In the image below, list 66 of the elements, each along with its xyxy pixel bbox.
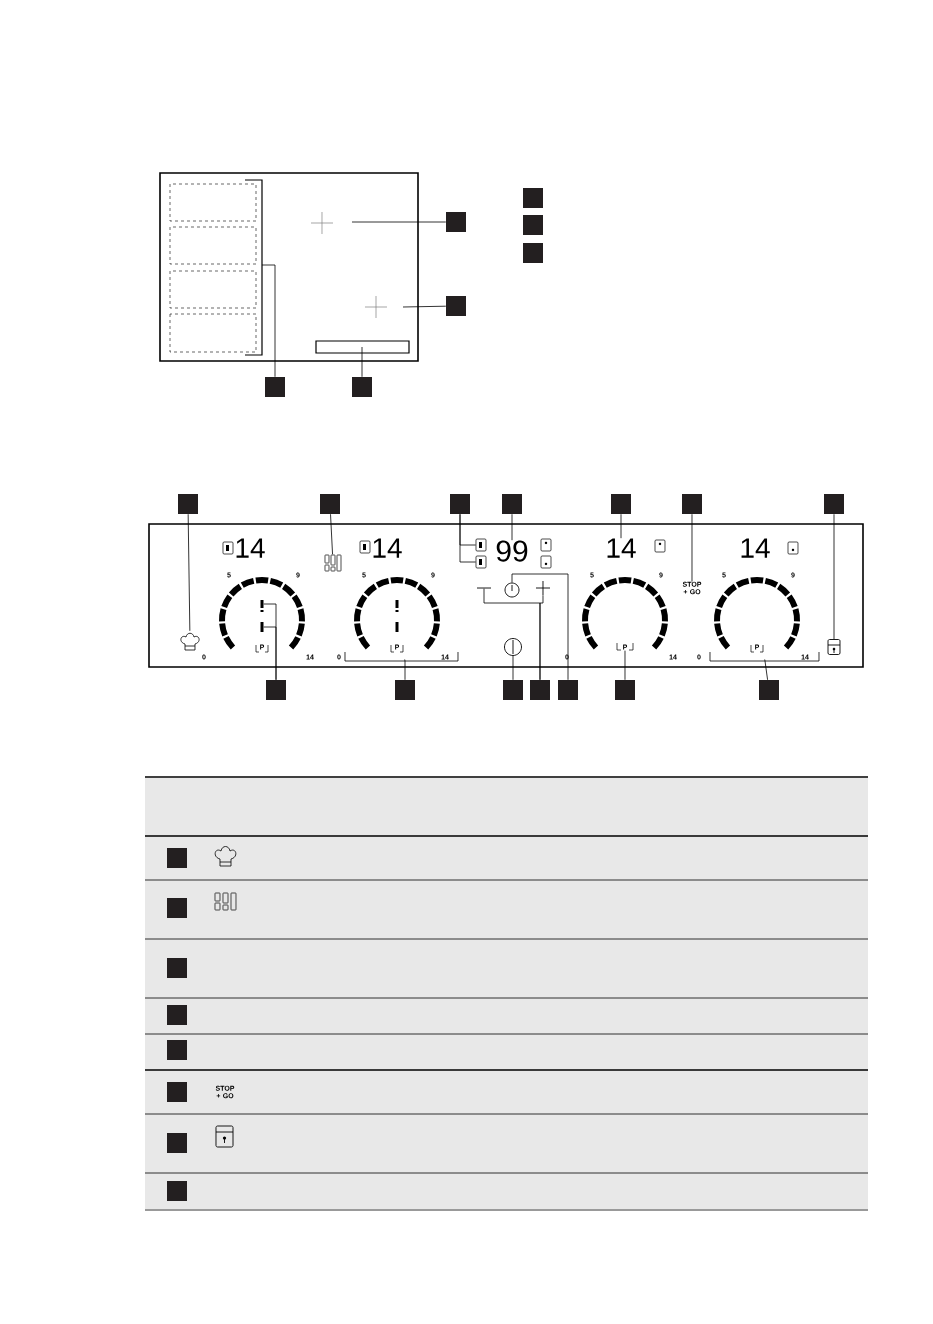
callout-box	[446, 296, 466, 316]
callout-box	[523, 243, 543, 263]
leader-line	[402, 305, 447, 308]
callout-box	[530, 680, 550, 700]
callout-box	[167, 1082, 187, 1102]
leader-line	[459, 513, 477, 563]
leader-line	[539, 594, 544, 681]
callout-box	[682, 494, 702, 514]
callout-box	[759, 680, 779, 700]
callout-box	[611, 494, 631, 514]
callout-box	[167, 1133, 187, 1153]
display-digits: 14	[236, 538, 265, 558]
callout-box	[450, 494, 470, 514]
heat-scale-drawing	[582, 577, 668, 650]
heat-scale-drawing	[354, 577, 440, 650]
plus-icon	[535, 580, 551, 596]
leader-line	[261, 264, 276, 378]
leader-line	[833, 513, 835, 640]
callout-box	[352, 377, 372, 397]
chef-hat-icon	[180, 632, 200, 651]
leader-line	[620, 513, 622, 539]
callout-box	[523, 215, 543, 235]
callout-box	[395, 680, 415, 700]
bridge-icon	[324, 554, 342, 572]
callout-box	[167, 898, 187, 918]
leader-line	[330, 513, 333, 555]
display-digits: 14	[607, 538, 636, 558]
callout-box	[167, 1040, 187, 1060]
indicator-symbol	[260, 622, 264, 632]
leader-line	[344, 651, 459, 681]
zone-indicator-icon	[475, 538, 487, 552]
leader-line	[512, 655, 514, 681]
timer-icon	[504, 582, 520, 598]
leader-line	[351, 221, 447, 223]
callout-box	[265, 377, 285, 397]
leader-line	[187, 513, 191, 632]
leader-line	[511, 573, 569, 681]
callout-box	[502, 494, 522, 514]
callout-box	[167, 848, 187, 868]
callout-box	[503, 680, 523, 700]
leader-line	[624, 650, 626, 681]
callout-box	[167, 1181, 187, 1201]
callout-box	[167, 958, 187, 978]
callout-box	[167, 1005, 187, 1025]
heat-scale-drawing	[714, 577, 800, 650]
leader-line	[511, 513, 513, 541]
display-digits: 14	[741, 538, 770, 558]
power-button-icon	[504, 638, 522, 656]
lock-icon	[827, 639, 841, 655]
zone-indicator-icon	[475, 555, 487, 569]
callout-box	[615, 680, 635, 700]
callout-box	[320, 494, 340, 514]
callout-box	[523, 188, 543, 208]
callout-box	[824, 494, 844, 514]
leader-line	[361, 346, 363, 378]
leader-line	[709, 651, 820, 681]
leader-line	[263, 626, 277, 681]
indicator-symbol	[260, 600, 264, 612]
callout-box	[178, 494, 198, 514]
display-digits: 14	[373, 538, 402, 558]
callout-box	[558, 680, 578, 700]
callout-box	[266, 680, 286, 700]
leader-line	[691, 513, 693, 582]
heat-scale-drawing	[219, 577, 305, 650]
callout-box	[446, 212, 466, 232]
display-digits: 99	[496, 540, 528, 562]
